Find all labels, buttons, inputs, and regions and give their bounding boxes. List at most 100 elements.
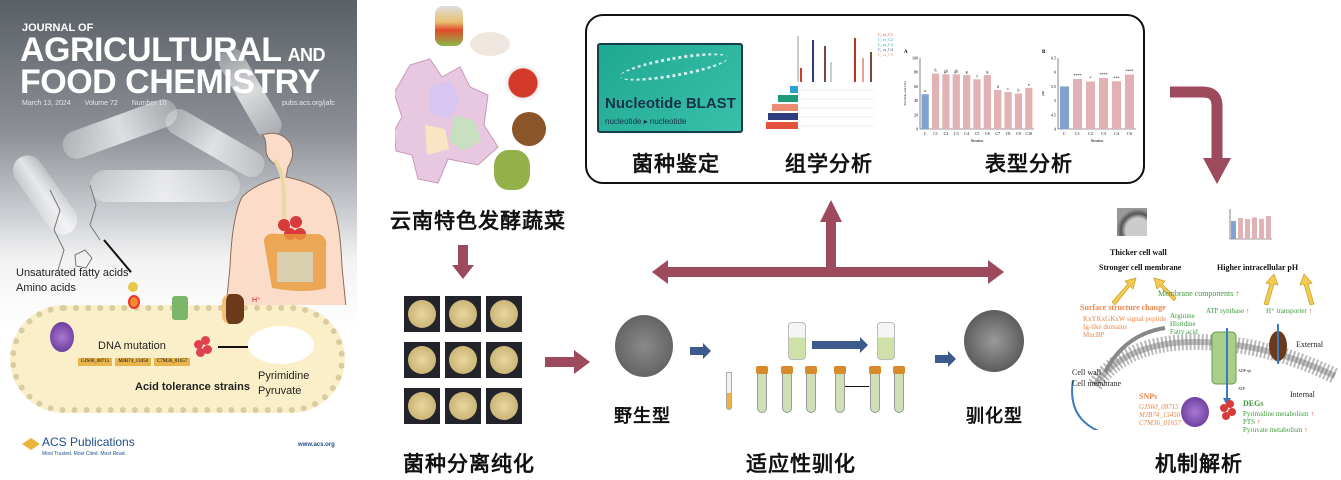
cover-date: March 13, 2024: [22, 100, 71, 107]
legend-item: C_vs_C5: [878, 52, 893, 57]
y-tick-label: 80: [914, 70, 918, 75]
bar: [1252, 217, 1257, 239]
gene-tag: C7M36_01657: [154, 358, 191, 366]
arrow-right-small: [690, 347, 704, 355]
deg-item: PTS↑: [1243, 418, 1261, 426]
arrow-right-head: [988, 260, 1004, 284]
journal-of: JOURNAL OF: [22, 22, 94, 34]
x-tick-label: C7: [995, 131, 1000, 136]
bar: [1245, 218, 1250, 239]
tem-cell-wall-image: [1117, 208, 1147, 236]
bar: [994, 89, 1002, 129]
arrow-up-head: [820, 200, 842, 222]
x-tick-label: C9: [1016, 131, 1021, 136]
transporter-icon: [222, 294, 244, 324]
snp-item: C7M36_01657: [1139, 419, 1181, 427]
arrow-down: [458, 245, 468, 267]
significance-label: ****: [1126, 68, 1134, 73]
deg-text: Pyruvate metabolism: [1243, 426, 1303, 434]
hplus-label: H⁺: [252, 297, 261, 304]
arrow-right-small: [935, 355, 949, 363]
bar: [1085, 81, 1096, 129]
adp-label: ADP+pi: [1238, 368, 1252, 373]
yunnan-map-icon: [395, 58, 499, 184]
membrane-result: Stronger cell membrane: [1099, 263, 1182, 272]
arrow-up-bar: [826, 220, 836, 270]
surface-item: Ig-like domains: [1083, 323, 1128, 331]
y-tick-label: 6.5: [1051, 56, 1056, 61]
bar: [1072, 79, 1083, 129]
cell-membrane-label: Cell membrane: [1072, 379, 1122, 388]
metabolite-cluster-icon: [194, 336, 216, 358]
bar: [1259, 218, 1264, 239]
legend-item: C_vs_C1: [878, 32, 893, 37]
bar: [983, 75, 991, 129]
legend-item: C_vs_C4: [878, 47, 893, 52]
y-tick-label: 20: [914, 112, 918, 117]
x-tick-label: C10: [1025, 131, 1032, 136]
bar: [1111, 81, 1122, 129]
acs-logo-icon: [22, 438, 40, 450]
centrifuge-tube-icon: [756, 366, 768, 413]
gene-tag: MJB74_13450: [115, 358, 152, 366]
phenotype-label: 表型分析: [985, 152, 1073, 176]
pyrimidine-label: Pyrimidine: [258, 370, 310, 382]
acid-tolerance-label: Acid tolerance strains: [135, 381, 250, 393]
human-body-icon: [225, 132, 347, 305]
fermented-beans-icon: [512, 112, 546, 146]
significance-label: g: [966, 69, 968, 74]
snp-item: MJB74_13450: [1139, 411, 1181, 419]
wild-type-sem-image: [615, 315, 673, 377]
snps-title: SNPs: [1139, 392, 1158, 401]
pickled-dish-icon: [470, 32, 510, 56]
up-arrow-icon: ↑: [1257, 418, 1261, 426]
wild-type-label: 野生型: [614, 406, 671, 427]
cover-meta-row: March 13, 2024 Volume 72 Number 10: [22, 100, 166, 107]
source-label: 云南特色发酵蔬菜: [390, 209, 566, 233]
y-tick-label: 4: [1054, 127, 1056, 132]
molecule-structures-icon: [49, 184, 101, 271]
up-arrow-icon: ↑: [1304, 426, 1308, 434]
y-tick-label: 100: [912, 56, 918, 61]
title-word: AGRICULTURAL: [20, 31, 282, 69]
identification-label: 菌种鉴定: [632, 152, 720, 176]
h-transporter-text: H⁺ transporter: [1266, 307, 1307, 315]
centrifuge-tube-icon: [805, 366, 817, 413]
bar: [921, 94, 929, 129]
omics-label: 组学分析: [785, 152, 873, 176]
pickled-greens-icon: [494, 150, 530, 190]
atp-synthase-text: ATP synthase: [1206, 307, 1245, 315]
nucleoid-icon: [50, 322, 74, 352]
x-tick-label: C: [924, 131, 927, 136]
degs-title: DEGs: [1243, 399, 1264, 408]
centrifuge-tube-icon: [834, 366, 846, 413]
gene-list: GJS60_08715 MJB74_13450 C7M36_01657: [78, 358, 191, 366]
x-tick-label: C8: [1006, 131, 1011, 136]
centrifuge-tube-icon: [781, 366, 793, 413]
mechanism-label: 机制解析: [1155, 452, 1243, 476]
up-arrow-icon: ↑: [1246, 307, 1250, 315]
x-tick-label: C4: [964, 131, 969, 136]
x-axis-label: Strains: [1091, 138, 1104, 143]
bar: [1266, 215, 1271, 239]
dna-helix-icon: [618, 47, 730, 87]
cover-url: pubs.acs.org/jafc: [282, 100, 335, 107]
lipid-head-icon: [128, 282, 138, 292]
snp-item: GJS60_08715: [1139, 403, 1179, 411]
significance-label: b: [1017, 88, 1019, 93]
culture-bottle-icon: [877, 322, 895, 360]
x-tick-label: C3: [1101, 131, 1106, 136]
chart-panel-label: A: [904, 50, 908, 55]
significance-label: c: [1007, 86, 1009, 91]
significance-label: a: [924, 88, 926, 93]
surface-item: KxYKxGKxW signal peptide: [1083, 315, 1167, 323]
significance-label: d: [997, 84, 999, 89]
ph-result: Higher intracellular pH: [1217, 263, 1299, 272]
x-tick-label: C6: [985, 131, 990, 136]
pickle-jar-icon: [435, 6, 463, 46]
significance-label: gh: [944, 68, 948, 73]
y-tick-label: 40: [914, 98, 918, 103]
membrane-components-text: Membrane components: [1158, 289, 1234, 298]
